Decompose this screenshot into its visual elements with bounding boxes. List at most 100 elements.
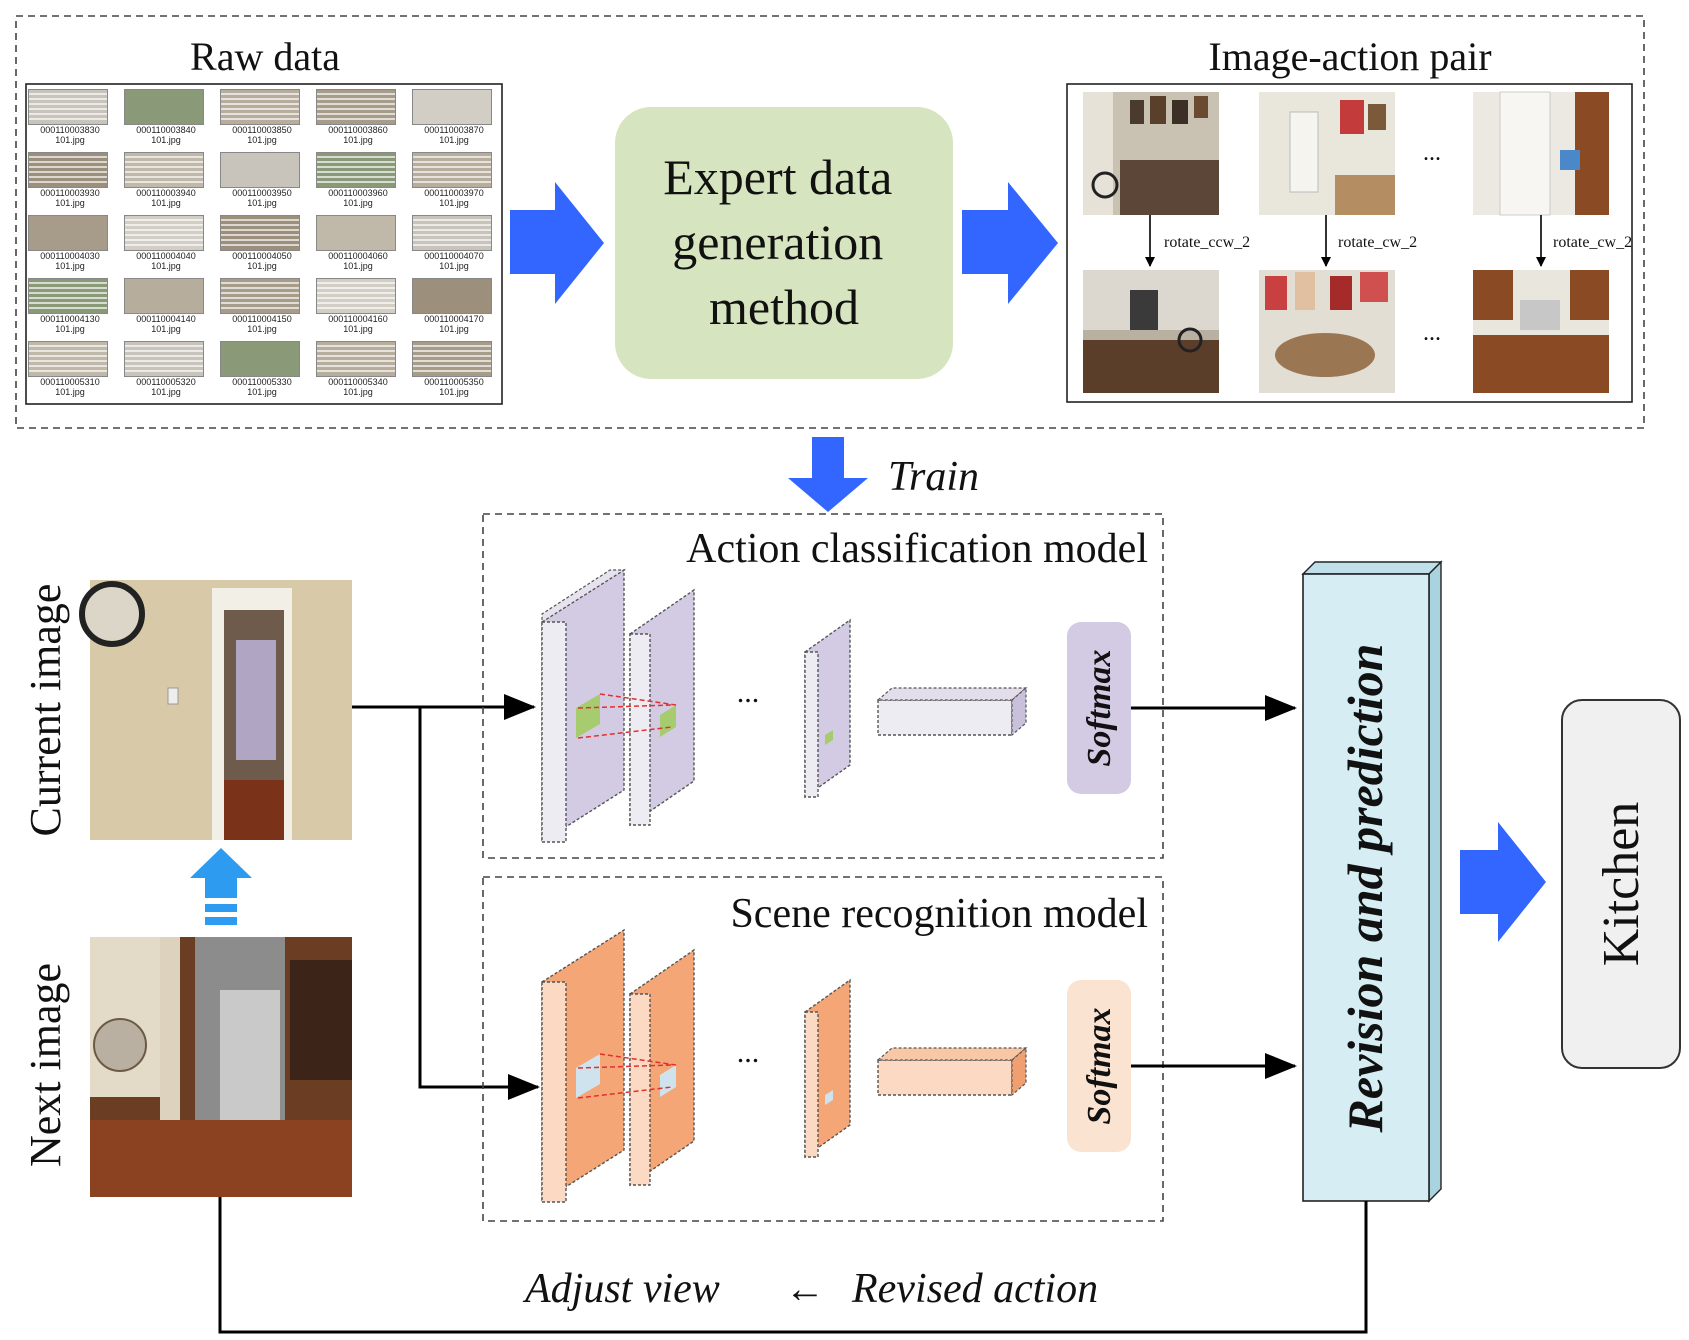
thumbnail-stripe xyxy=(317,307,395,309)
thumbnail-stripe xyxy=(317,355,395,357)
pair-photo-2a xyxy=(1259,92,1395,215)
thumbnail-stripe xyxy=(413,171,491,173)
thumbnail-stripe xyxy=(125,229,203,231)
thumbnail-image xyxy=(220,278,300,314)
filename-ext: 101.jpg xyxy=(439,261,469,271)
pair-photo-3b xyxy=(1473,270,1609,393)
thumbnail-stripe xyxy=(125,355,203,357)
thumbnail-stripe xyxy=(221,224,299,226)
thumbnail-image xyxy=(220,152,300,188)
scene-ellipsis: ... xyxy=(737,1036,760,1069)
filename-ext: 101.jpg xyxy=(247,324,277,334)
feedback-label: Adjust view xyxy=(522,1266,720,1312)
thumbnail-stripe xyxy=(221,113,299,115)
thumbnail-stripe xyxy=(125,161,203,163)
pair-title: Image-action pair xyxy=(1208,34,1491,79)
scene-rf-line-3 xyxy=(599,1053,677,1066)
next-to-current-arrow xyxy=(190,848,252,898)
action-softmax-box xyxy=(1067,622,1131,794)
thumbnail-stripe xyxy=(221,219,299,221)
filename-line: 000110003960 xyxy=(328,188,388,198)
action-conv-layer-1 xyxy=(541,568,627,844)
thumbnail-stripe xyxy=(413,161,491,163)
thumbnail-stripe xyxy=(221,297,299,299)
thumbnail-stripe xyxy=(221,93,299,95)
thumbnail-stripe xyxy=(317,365,395,367)
thumbnail-stripe xyxy=(221,239,299,241)
thumbnail-stripe xyxy=(29,307,107,309)
thumbnail-image xyxy=(220,215,300,251)
thumbnail-stripe xyxy=(29,370,107,372)
thumbnail-stripe xyxy=(221,292,299,294)
thumbnail-stripe xyxy=(413,219,491,221)
thumbnail-stripe xyxy=(29,287,107,289)
thumbnail-stripe xyxy=(317,287,395,289)
feedback-loop-line xyxy=(218,1197,1368,1334)
thumbnail-stripe xyxy=(317,118,395,120)
pair-action-3: rotate_cw_2 xyxy=(1553,234,1632,251)
pair-photo-3a xyxy=(1473,91,1609,216)
thumbnail-stripe xyxy=(317,103,395,105)
thumbnail-stripe xyxy=(413,176,491,178)
filename-line: 000110005320 xyxy=(136,377,196,387)
thumbnail-stripe xyxy=(29,282,107,284)
expert-label: Expert data generation method xyxy=(663,149,905,335)
filename-ext: 101.jpg xyxy=(247,198,277,208)
action-model-title: Action classification model xyxy=(686,526,1148,572)
thumbnail-stripe xyxy=(317,282,395,284)
scene-model-panel xyxy=(482,876,1164,1222)
arrow-to-expert xyxy=(510,182,604,304)
thumbnail-stripe xyxy=(221,302,299,304)
thumbnail-stripe xyxy=(125,224,203,226)
thumbnail-image xyxy=(28,341,108,377)
kitchen-box xyxy=(1561,699,1681,1069)
thumbnail-stripe xyxy=(221,282,299,284)
thumbnail-stripe xyxy=(221,307,299,309)
filename-line: 000110003950 xyxy=(232,188,292,198)
thumbnail-stripe xyxy=(125,239,203,241)
thumbnail-stripe xyxy=(29,350,107,352)
filename-line: 000110005350 xyxy=(424,377,484,387)
thumbnail-image xyxy=(412,89,492,125)
thumbnail-stripe xyxy=(221,118,299,120)
current-image-label: Current image xyxy=(21,584,70,837)
filename-line: 000110003830 xyxy=(40,125,100,135)
thumbnail-stripe xyxy=(413,360,491,362)
scene-conv-layer-1 xyxy=(541,928,625,1204)
thumbnail-stripe xyxy=(413,181,491,183)
filename-ext: 101.jpg xyxy=(55,198,85,208)
thumbnail-stripe xyxy=(317,360,395,362)
thumbnail-stripe xyxy=(317,113,395,115)
thumbnail-stripe xyxy=(413,355,491,357)
next-image-label: Next image xyxy=(21,963,70,1167)
filename-ext: 101.jpg xyxy=(343,261,373,271)
action-rf-line-3 xyxy=(599,693,677,706)
pair-ellipsis-top: ... xyxy=(1423,140,1441,166)
filename-ext: 101.jpg xyxy=(151,387,181,397)
thumbnail-image xyxy=(316,278,396,314)
thumbnail-stripe xyxy=(125,360,203,362)
revision-prediction-block xyxy=(1301,560,1443,1203)
filename-line: 000110003840 xyxy=(136,125,196,135)
thumbnail-image xyxy=(124,278,204,314)
expert-data-generation-box xyxy=(615,107,953,379)
thumbnail-image xyxy=(220,89,300,125)
filename-line: 000110004060 xyxy=(328,251,388,261)
filename-line: 000110004050 xyxy=(232,251,292,261)
